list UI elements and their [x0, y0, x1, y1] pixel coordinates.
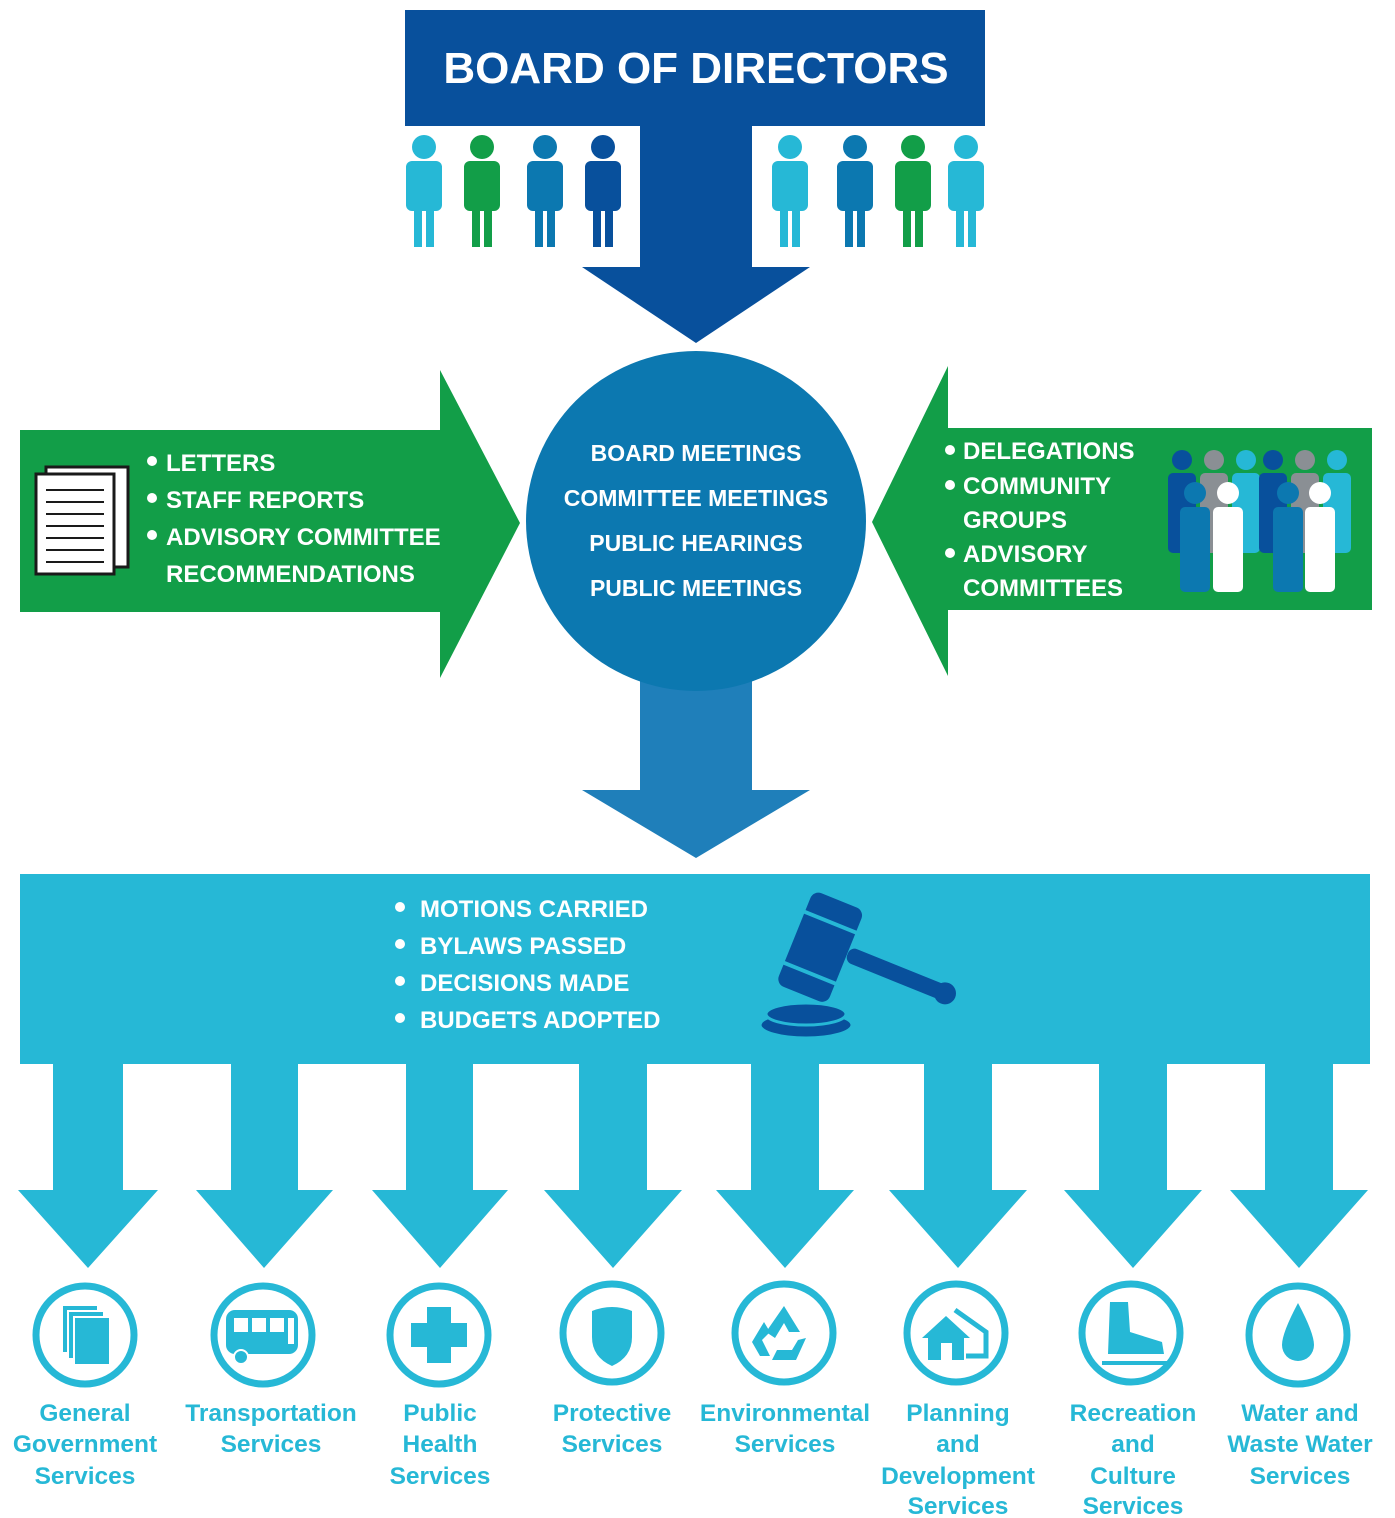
person-icon: [772, 135, 808, 247]
center-item: PUBLIC HEARINGS: [589, 530, 802, 556]
outcomes-list: MOTIONS CARRIED BYLAWS PASSED DECISIONS …: [395, 896, 660, 1034]
service-label-line: Environmental: [700, 1400, 870, 1427]
service-label-protective: Protective Services: [553, 1400, 671, 1458]
left-input-item: ADVISORY COMMITTEE: [166, 524, 441, 551]
person-icon: [837, 135, 873, 247]
right-input-item: COMMUNITY: [963, 473, 1111, 500]
service-arrows: [18, 1064, 1368, 1268]
documents-icon: [32, 1282, 138, 1388]
service-label-planning-development: Planning and Development Services: [881, 1400, 1035, 1518]
service-label-line: Waste Water: [1227, 1431, 1373, 1458]
service-label-line: Recreation: [1070, 1400, 1197, 1427]
service-label-line: and: [1111, 1431, 1155, 1458]
left-input-item: STAFF REPORTS: [166, 487, 364, 514]
right-input-arrow: [872, 366, 1372, 676]
person-icon: [464, 135, 500, 247]
service-label-line: Culture: [1090, 1463, 1176, 1490]
right-input-item: GROUPS: [963, 507, 1067, 534]
houses-icon: [903, 1280, 1009, 1386]
board-title: BOARD OF DIRECTORS: [443, 44, 948, 93]
outcomes-banner: [20, 874, 1370, 1064]
service-label-water-waste-water: Water and Waste Water Services: [1227, 1400, 1373, 1490]
person-icon: [585, 135, 621, 247]
service-label-line: Services: [735, 1431, 836, 1458]
center-item: PUBLIC MEETINGS: [590, 575, 802, 601]
service-label-line: Planning: [906, 1400, 1009, 1427]
service-label-environmental: Environmental Services: [700, 1400, 870, 1458]
person-icon: [895, 135, 931, 247]
service-label-line: Health: [403, 1431, 478, 1458]
outcome-item: BUDGETS ADOPTED: [420, 1007, 660, 1034]
service-label-transportation: Transportation Services: [185, 1400, 357, 1458]
right-input-item: ADVISORY: [963, 541, 1087, 568]
service-label-line: Services: [1083, 1493, 1184, 1518]
service-label-line: Protective: [553, 1400, 671, 1427]
service-label-line: Transportation: [185, 1400, 357, 1427]
service-label-public-health: Public Health Services: [390, 1400, 491, 1490]
person-icon: [948, 135, 984, 247]
outcome-item: MOTIONS CARRIED: [420, 896, 648, 923]
skate-icon: [1078, 1280, 1184, 1386]
shield-icon: [559, 1280, 665, 1386]
service-label-line: Services: [562, 1431, 663, 1458]
water-drop-icon: [1245, 1282, 1351, 1388]
community-group-icon: [1168, 450, 1351, 592]
person-icon: [406, 135, 442, 247]
documents-icon: [34, 465, 130, 576]
left-input-item: RECOMMENDATIONS: [166, 561, 415, 588]
service-label-line: Water and: [1241, 1400, 1359, 1427]
recycle-icon: [731, 1280, 837, 1386]
service-label-line: Services: [35, 1463, 136, 1490]
service-label-line: Development: [881, 1463, 1035, 1490]
center-flow: [526, 351, 866, 858]
service-label-general-government: General Government Services: [13, 1400, 157, 1490]
board-members-right: [772, 135, 984, 247]
center-item: BOARD MEETINGS: [591, 440, 802, 466]
left-input-list: LETTERS STAFF REPORTS ADVISORY COMMITTEE…: [147, 450, 441, 588]
right-input-item: DELEGATIONS: [963, 438, 1135, 465]
service-label-recreation-culture: Recreation and Culture Services: [1070, 1400, 1197, 1518]
health-cross-icon: [386, 1282, 492, 1388]
left-input-item: LETTERS: [166, 450, 275, 477]
outcome-item: DECISIONS MADE: [420, 970, 629, 997]
bus-icon: [210, 1282, 316, 1388]
right-input-item: COMMITTEES: [963, 575, 1123, 602]
service-label-line: General: [39, 1400, 130, 1427]
service-label-line: Public: [403, 1400, 477, 1427]
left-input-arrow: [20, 370, 520, 678]
board-arrow: [405, 10, 985, 343]
service-label-line: Services: [1250, 1463, 1351, 1490]
service-label-line: and: [936, 1431, 980, 1458]
person-icon: [527, 135, 563, 247]
service-label-line: Government: [13, 1431, 157, 1458]
right-input-list: DELEGATIONS COMMUNITY GROUPS ADVISORY CO…: [945, 438, 1135, 602]
gavel-icon: [758, 889, 956, 1040]
outcome-item: BYLAWS PASSED: [420, 933, 626, 960]
service-label-line: Services: [390, 1463, 491, 1490]
board-members-left: [406, 135, 621, 247]
center-list: BOARD MEETINGS COMMITTEE MEETINGS PUBLIC…: [564, 440, 829, 601]
service-label-line: Services: [221, 1431, 322, 1458]
center-item: COMMITTEE MEETINGS: [564, 485, 829, 511]
service-label-line: Services: [908, 1493, 1009, 1518]
